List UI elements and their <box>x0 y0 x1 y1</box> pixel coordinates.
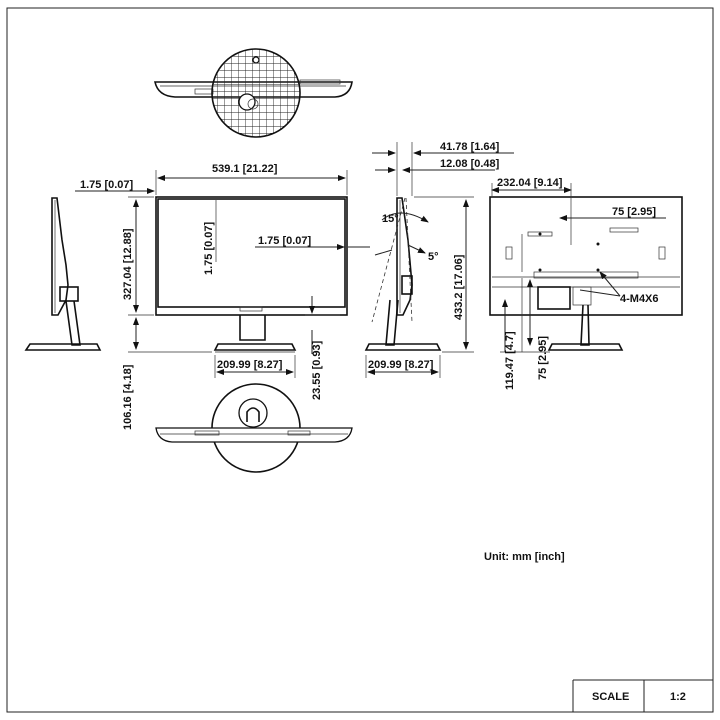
dim-tilt-back: 15° <box>382 213 399 225</box>
stand-base-top-view <box>211 48 301 138</box>
dim-stand-offset: 106.16 [4.18] <box>122 364 134 430</box>
dim-vesa-vertical: 75 [2.95] <box>537 336 549 380</box>
dim-depth-total: 41.78 [1.64] <box>440 141 500 153</box>
dim-bezel-vertical: 1.75 [0.07] <box>203 221 215 275</box>
dim-width-total: 539.1 [21.22] <box>212 163 278 175</box>
rear-dimensions: 232.04 [9.14] 75 [2.95] 119.47 [4.7] 75 … <box>491 177 666 390</box>
dim-bezel-top-left: 1.75 [0.07] <box>80 179 134 191</box>
side-dimensions: 41.78 [1.64] 12.08 [0.48] 15° 5° 433.2 [… <box>365 141 514 378</box>
monitor-front-outline <box>155 196 348 316</box>
screw-spec-label: 4-M4X6 <box>620 293 659 305</box>
left-side-view <box>24 197 102 351</box>
dim-bottom-gap: 23.55 [0.93] <box>311 340 323 400</box>
dim-tilt-forward: 5° <box>428 251 439 263</box>
dim-vesa-bottom: 119.47 [4.7] <box>504 331 516 390</box>
dim-height-total: 433.2 [17.06] <box>453 254 465 320</box>
scale-value: 1:2 <box>670 691 686 703</box>
top-view <box>154 48 353 138</box>
sheet-border <box>6 7 714 713</box>
dim-screen-height: 327.04 [12.88] <box>122 228 134 300</box>
right-side-view <box>364 197 442 351</box>
monitor-rear-outline <box>489 196 683 316</box>
front-view <box>155 196 348 353</box>
dim-bezel-side-right: 1.75 [0.07] <box>258 235 312 247</box>
front-dimensions: 539.1 [21.22] 1.75 [0.07] 1.75 [0.07] 1.… <box>75 163 370 430</box>
dim-mount-offset: 232.04 [9.14] <box>497 177 563 189</box>
bottom-view <box>155 383 353 473</box>
unit-note: Unit: mm [inch] <box>484 551 565 563</box>
title-block: SCALE 1:2 <box>572 679 713 712</box>
dim-base-width-side: 209.99 [8.27] <box>368 359 434 371</box>
dim-base-width-front: 209.99 [8.27] <box>217 359 283 371</box>
dim-depth-panel: 12.08 [0.48] <box>440 158 500 170</box>
scale-label: SCALE <box>592 691 629 703</box>
rear-view <box>489 196 683 351</box>
dim-vesa-horizontal: 75 [2.95] <box>612 206 656 218</box>
